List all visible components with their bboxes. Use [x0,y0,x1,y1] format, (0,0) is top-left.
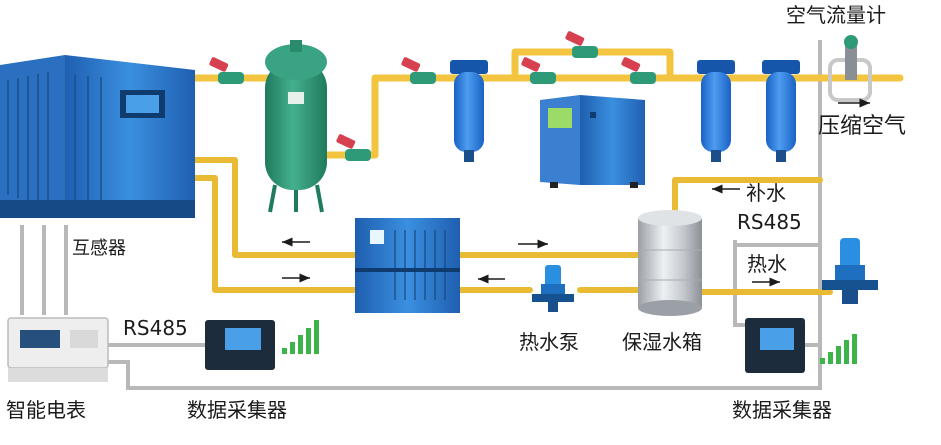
data-collector-right [745,318,805,373]
filter-3 [762,60,800,162]
valve-5 [521,57,556,84]
air-flow-meter [828,35,872,102]
valves [209,31,656,161]
label-smart-meter: 智能电表 [6,398,86,422]
label-compressed-air: 压缩空气 [818,114,907,139]
refrigerated-dryer [540,95,645,188]
insulated-water-tank [638,210,702,316]
valve-1 [209,57,244,84]
label-transformer: 互感器 [72,238,126,259]
label-insulated-tank: 保湿水箱 [622,330,702,354]
flow-arrows [282,98,870,287]
label-hot-water-pump: 热水泵 [519,330,579,354]
wire-tank-right [733,240,745,327]
hot-water-pump [532,265,574,312]
wire-meter-bottom [108,40,822,390]
label-hot-water: 热水 [747,252,787,276]
filter-1 [450,60,488,162]
valve-2 [336,134,371,161]
label-collector-left: 数据采集器 [187,398,287,422]
signal-bars-left [282,320,319,354]
label-flowmeter: 空气流量计 [786,3,886,27]
hot-water-pump-right [822,238,878,304]
label-makeup-water: 补水 [746,181,786,205]
pipe-compressor-cold-in [192,175,363,293]
valve-4 [565,31,598,58]
water-pipes [192,157,833,295]
signal-wires [20,40,822,390]
air-receiver-tank [265,40,327,213]
pipe-makeup [672,177,823,223]
valve-6 [621,57,656,84]
data-collector-left [205,320,275,370]
signal-bars-right [820,334,857,364]
label-rs485-left: RS485 [123,316,188,340]
smart-electric-meter [7,317,109,382]
filter-2 [697,60,735,162]
pipe-compressor-hot-out [192,157,363,258]
label-collector-right: 数据采集器 [732,398,832,422]
heat-recovery-unit [355,218,460,313]
valve-3 [401,57,436,84]
label-rs485-right: RS485 [737,210,802,234]
air-compressor [0,55,195,218]
